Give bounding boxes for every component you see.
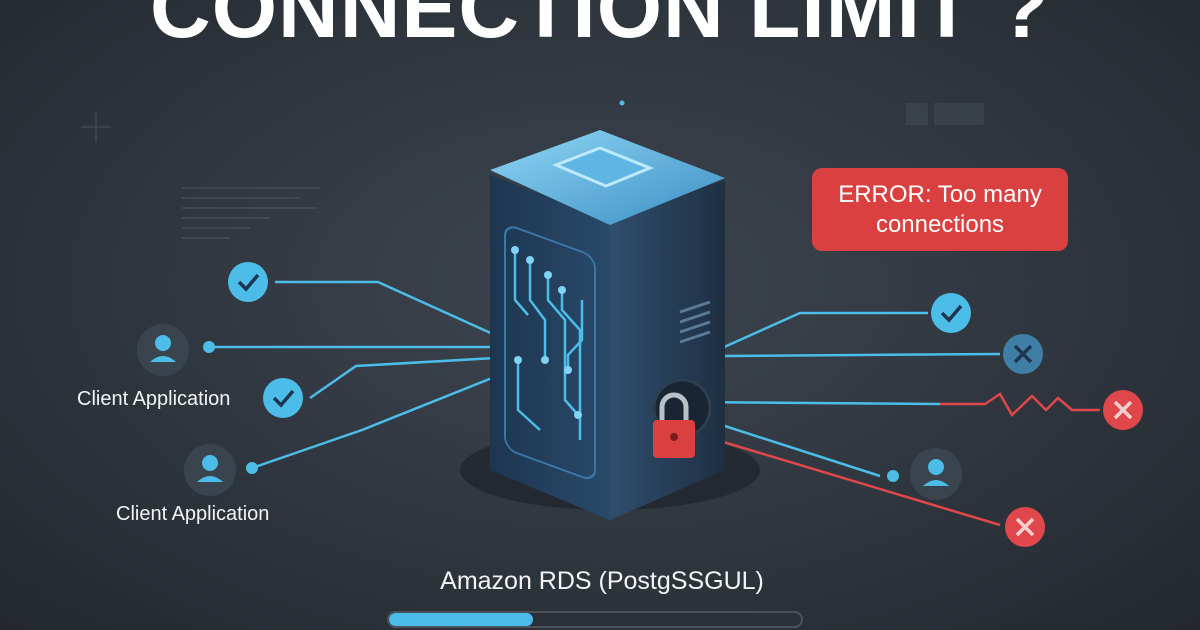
database-label: Amazon RDS (PostgSSGUL) [440,567,764,595]
failed-connection-lines [689,392,1100,527]
user-icon [137,324,189,376]
error-line-1: ERROR: Too many [838,180,1042,208]
client-label: Client Application [116,503,270,525]
page-title: CONNECTION LIMIT ? [150,0,1050,55]
user-icon [184,444,236,496]
check-icon [263,378,303,418]
error-x-icon [1005,507,1045,547]
close-icon [1003,334,1043,374]
decor [81,103,984,239]
check-icon [931,293,971,333]
user-icon [910,448,962,500]
lock-icon [653,392,695,458]
database-server-icon [490,130,725,520]
check-icon [228,262,268,302]
error-line-2: connections [875,210,1005,238]
client-label: Client Application [77,388,231,410]
error-x-icon [1103,390,1143,430]
usage-fill [389,613,534,626]
connection-usage-bar [387,611,803,628]
client-connection-lines [209,280,1001,478]
